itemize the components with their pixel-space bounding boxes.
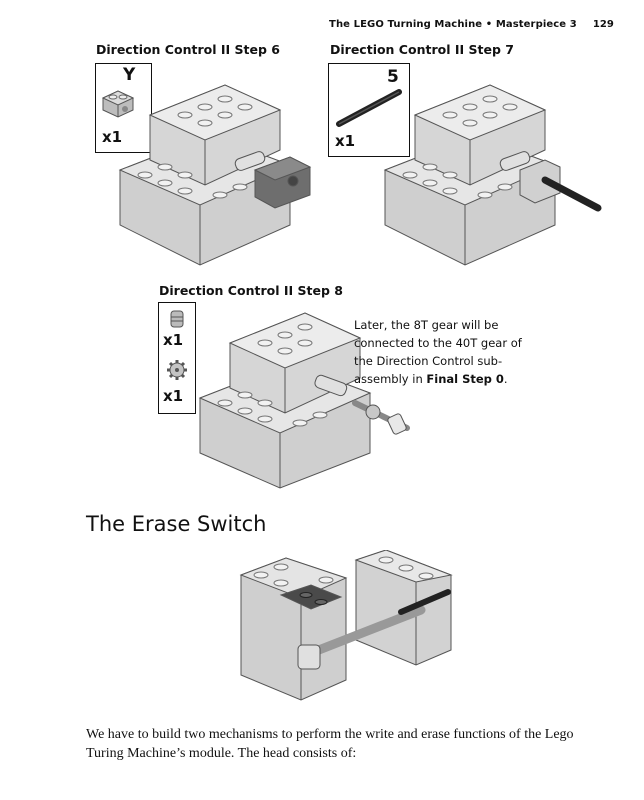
note-text: Later, the 8T gear will be connected to …	[354, 318, 522, 386]
step-7-parts-box: 5 x1	[328, 63, 410, 157]
step-8-model-illustration	[198, 312, 410, 489]
step-8-quantity-b: x1	[163, 387, 184, 405]
step-8-note: Later, the 8T gear will be connected to …	[354, 316, 529, 388]
step-7-quantity: x1	[335, 132, 356, 150]
note-bold-ref: Final Step 0	[426, 372, 504, 386]
step-6-model-illustration	[118, 84, 312, 266]
page-number: 129	[592, 19, 614, 30]
step-8-title: Direction Control II Step 8	[159, 283, 343, 298]
step-6-parts-box: Y x1	[95, 63, 152, 153]
erase-switch-illustration	[239, 550, 453, 701]
step-6-part-id: Y	[123, 65, 136, 85]
step-7-title: Direction Control II Step 7	[330, 42, 514, 57]
step-8-parts-box: x1 x1	[158, 302, 196, 414]
bush-icon	[170, 310, 184, 328]
note-end: .	[503, 372, 508, 386]
running-header: The LEGO Turning Machine • Masterpiece 3…	[329, 19, 614, 30]
running-title: The LEGO Turning Machine • Masterpiece 3	[329, 19, 577, 30]
section-heading: The Erase Switch	[86, 512, 267, 536]
body-paragraph: We have to build two mechanisms to perfo…	[86, 727, 574, 761]
step-7-model-illustration	[383, 84, 602, 266]
gear-8t-icon	[167, 360, 187, 380]
step-6-title: Direction Control II Step 6	[96, 42, 280, 57]
axle-icon	[336, 89, 402, 127]
step-8-quantity-a: x1	[163, 331, 184, 349]
step-6-quantity: x1	[102, 128, 123, 146]
step-7-part-id: 5	[387, 67, 399, 87]
brick-icon	[101, 90, 135, 118]
